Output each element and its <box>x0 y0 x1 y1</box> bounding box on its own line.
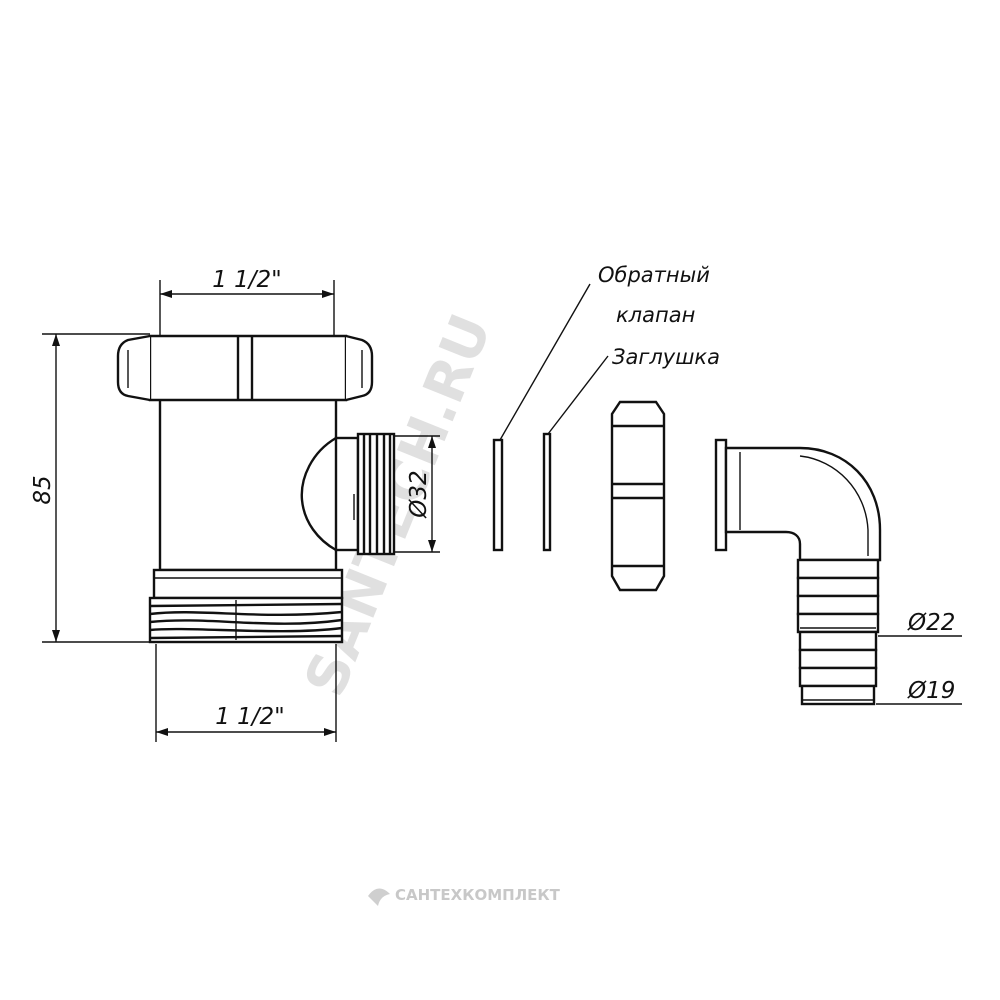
bottom-thread <box>148 596 344 644</box>
dimension-bottom-width: 1 1/2" <box>155 644 337 742</box>
height-label: 85 <box>30 475 56 504</box>
footer-watermark-text: САНТЕХКОМПЛЕКТ <box>395 886 561 904</box>
side-outlet-pipe <box>334 436 360 552</box>
dimension-top-width: 1 1/2" <box>159 267 335 336</box>
side-branch-bulge <box>300 436 337 552</box>
loose-union-nut <box>610 400 666 592</box>
check-valve-disc <box>492 283 591 552</box>
elbow-body <box>724 446 882 562</box>
plug-label: Заглушка <box>612 345 720 369</box>
side-outlet-thread <box>353 432 396 556</box>
tee-fitting <box>116 334 396 644</box>
side-outlet-label: Ø32 <box>406 470 432 518</box>
bottom-collar <box>152 568 344 600</box>
dimension-side-outlet: Ø32 <box>394 435 440 553</box>
bottom-width-label: 1 1/2" <box>215 704 285 730</box>
footer-watermark: САНТЕХКОМПЛЕКТ <box>368 886 561 906</box>
check-valve-label-line1: Обратный <box>598 263 710 287</box>
hose-outer-label: Ø22 <box>907 610 955 636</box>
dimension-height: 85 <box>30 333 150 643</box>
dimension-hose-outer: Ø22 <box>878 610 962 637</box>
hose-barb-rings <box>796 558 880 706</box>
plug-disc <box>542 355 609 552</box>
elbow-hose-connector <box>714 438 882 706</box>
top-union-nut <box>116 334 374 402</box>
dimension-hose-inner: Ø19 <box>876 678 962 705</box>
top-width-label: 1 1/2" <box>212 267 282 293</box>
hose-inner-label: Ø19 <box>907 678 955 704</box>
check-valve-label-line2: клапан <box>616 303 695 327</box>
elbow-flange <box>714 438 728 552</box>
watermark-logo-icon <box>368 888 390 906</box>
